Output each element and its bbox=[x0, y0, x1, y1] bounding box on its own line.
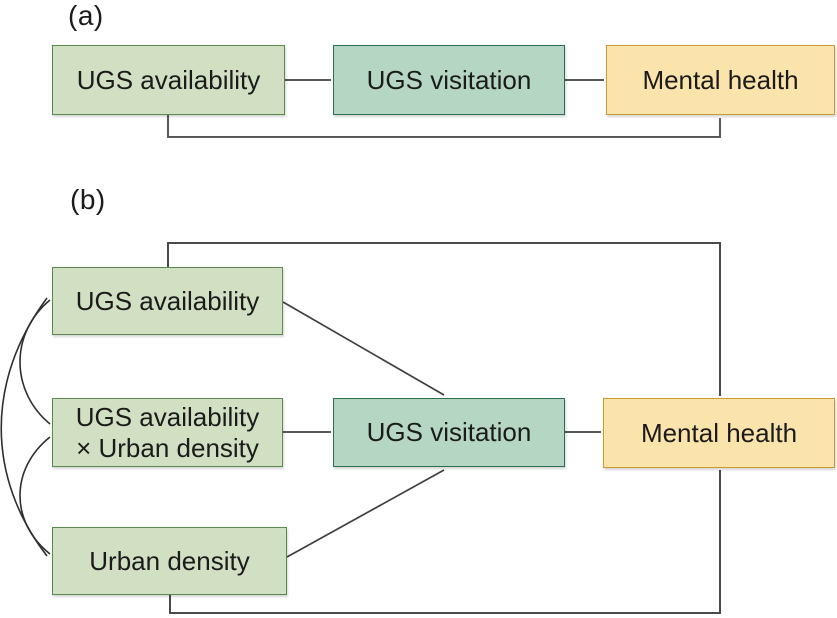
panel-b-label: (b) bbox=[70, 184, 106, 215]
node-label: UGS availability bbox=[75, 285, 260, 316]
edge-b-density-to-mentalhealth-direct bbox=[169, 470, 721, 614]
node-label-line1: UGS availability bbox=[75, 402, 260, 433]
edge-b-density-to-visitation bbox=[286, 469, 445, 558]
node-label-line2: × Urban density bbox=[76, 432, 259, 463]
covariance-availability-interaction bbox=[19, 299, 51, 425]
node-label: Mental health bbox=[642, 64, 799, 95]
node-label: Mental health bbox=[640, 417, 798, 448]
panel-a-label: (a) bbox=[68, 0, 104, 31]
covariance-availability-density bbox=[0, 297, 48, 557]
edge-a-availability-to-mentalhealth-direct bbox=[167, 115, 721, 138]
node-b-ugs-availability: UGS availability bbox=[52, 267, 283, 335]
node-label: UGS visitation bbox=[366, 64, 532, 95]
covariance-interaction-density bbox=[19, 436, 51, 555]
node-b-mental-health: Mental health bbox=[603, 398, 835, 468]
node-label: Urban density bbox=[89, 545, 250, 576]
node-a-ugs-availability: UGS availability bbox=[52, 45, 285, 115]
node-label: UGS visitation bbox=[366, 417, 532, 448]
node-a-ugs-visitation: UGS visitation bbox=[333, 45, 565, 115]
node-a-mental-health: Mental health bbox=[606, 45, 835, 115]
node-label: UGS availability bbox=[76, 64, 261, 95]
edge-b-availability-to-visitation bbox=[282, 301, 445, 396]
node-b-urban-density: Urban density bbox=[52, 527, 287, 595]
node-b-interaction: UGS availability × Urban density bbox=[52, 398, 283, 467]
edge-b-availability-to-mentalhealth-direct bbox=[167, 242, 721, 396]
node-b-ugs-visitation: UGS visitation bbox=[333, 398, 565, 467]
